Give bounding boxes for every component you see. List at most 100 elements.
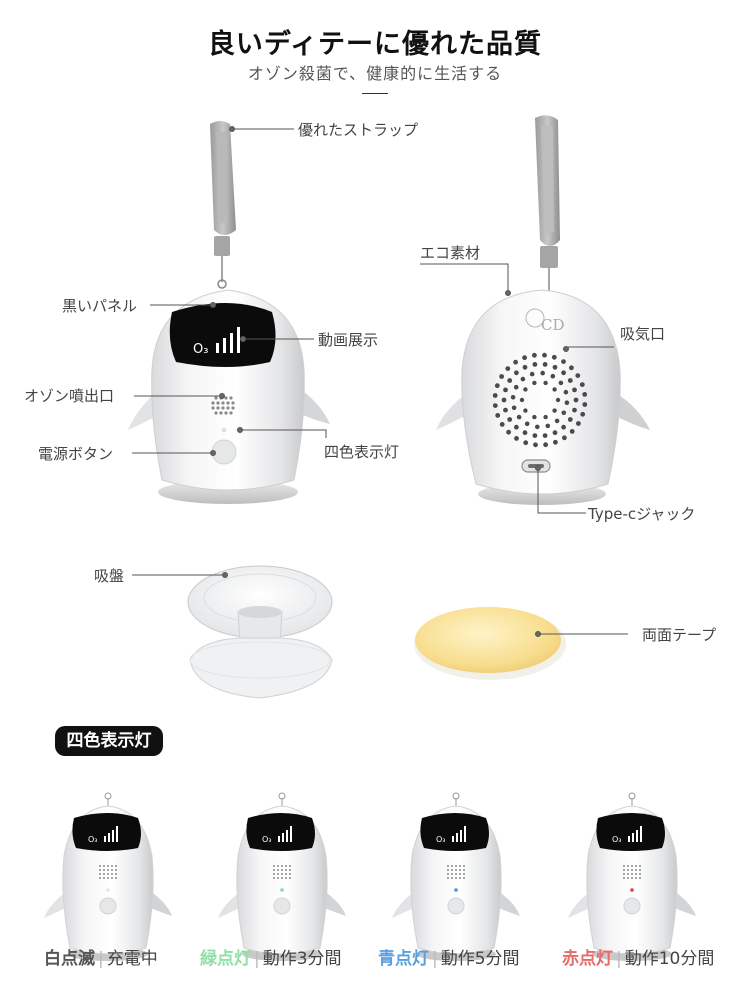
grille-hole <box>543 414 548 420</box>
grille-hole <box>513 359 518 365</box>
svg-text:O₃: O₃ <box>88 835 98 844</box>
grille-hole <box>561 410 567 416</box>
callout-four-color-light: 四色表示灯 <box>324 443 400 461</box>
grille-hole <box>494 383 500 389</box>
grille-hole <box>522 364 528 370</box>
grille-hole <box>579 382 585 387</box>
grille-hole <box>513 384 519 390</box>
title-divider <box>362 93 388 94</box>
grille-hole <box>569 429 575 434</box>
callout-ozone-outlet: オゾン噴出口 <box>24 387 115 405</box>
grille-hole <box>552 430 558 436</box>
grille-hole <box>553 439 558 445</box>
grille-hole <box>572 407 577 413</box>
grille-hole <box>543 442 548 448</box>
grille-hole <box>495 413 501 418</box>
grille-hole <box>573 397 579 403</box>
grille-hole <box>561 424 566 430</box>
back-device-illustration: CD <box>436 289 650 505</box>
suction-cup-illustration <box>187 565 333 699</box>
callout-strap: 優れたストラップ <box>298 121 419 139</box>
grille-hole <box>542 352 547 358</box>
status-mode-white: 白点滅|充電中 <box>44 944 158 969</box>
callout-animation: 動画展示 <box>318 331 379 349</box>
grille-hole <box>503 407 508 413</box>
status-separator: | <box>254 949 260 969</box>
grille-hole <box>524 421 530 427</box>
mini-device: O₃ <box>218 792 346 961</box>
grille-hole <box>563 389 569 395</box>
grille-hole <box>532 414 537 420</box>
grille-hole <box>501 397 507 403</box>
status-separator: | <box>616 949 622 969</box>
status-key: 緑点灯 <box>200 949 251 969</box>
grille-hole <box>507 378 513 383</box>
grille-hole <box>532 362 538 367</box>
grille-hole <box>535 424 540 430</box>
status-key: 白点滅 <box>44 949 95 969</box>
grille-hole <box>492 393 498 398</box>
svg-text:O₃: O₃ <box>612 835 622 844</box>
grille-hole <box>520 376 526 382</box>
grille-hole <box>532 380 537 386</box>
grille-hole <box>529 371 535 377</box>
grille-hole <box>542 433 548 438</box>
grille-hole <box>507 417 513 422</box>
callout-double-tape: 両面テープ <box>642 626 717 644</box>
grille-hole <box>552 364 558 370</box>
grille-hole <box>564 400 570 406</box>
mini-device: O₃ <box>392 792 520 961</box>
grille-hole <box>582 402 588 407</box>
grille-hole <box>522 430 528 436</box>
grille-hole <box>533 442 538 448</box>
callout-type-c: Type-cジャック <box>588 505 696 523</box>
grille-hole <box>542 362 548 367</box>
grille-hole <box>580 411 586 417</box>
grille-hole <box>562 435 567 441</box>
grille-hole <box>558 380 564 386</box>
grille-hole <box>523 387 528 392</box>
grille-hole <box>554 418 560 424</box>
grille-hole <box>551 354 557 360</box>
grille-hole <box>561 359 566 364</box>
grille-hole <box>532 433 538 438</box>
double-tape-illustration <box>414 607 566 680</box>
grille-hole <box>511 405 517 411</box>
grille-hole <box>510 395 516 400</box>
grille-hole <box>572 387 577 393</box>
grille-hole <box>514 370 519 376</box>
callout-eco-material: エコ素材 <box>420 244 481 262</box>
status-separator: | <box>98 949 104 969</box>
grille-hole <box>540 370 545 376</box>
grille-hole <box>514 424 519 430</box>
callout-power-button: 電源ボタン <box>38 445 114 463</box>
mini-device: O₃ <box>44 792 172 961</box>
grille-hole <box>575 373 581 378</box>
front-device-illustration: O₃ <box>128 289 330 504</box>
indicator-devices: O₃ O₃ O₃ O₃ <box>44 792 696 961</box>
callout-leaders <box>132 126 628 637</box>
status-key: 青点灯 <box>378 949 429 969</box>
status-desc: 充電中 <box>106 949 158 969</box>
grille-hole <box>555 397 561 403</box>
grille-hole <box>567 378 573 383</box>
grille-hole <box>561 370 566 376</box>
callout-suction-cup: 吸盤 <box>94 567 125 585</box>
status-mode-blue: 青点灯|動作5分間 <box>378 944 520 969</box>
status-key: 赤点灯 <box>562 949 613 969</box>
grille-hole <box>550 373 556 379</box>
grille-hole <box>499 374 504 379</box>
front-strap-illustration <box>210 121 236 289</box>
grille-hole <box>514 436 519 441</box>
page-title: 良いディテーに優れた品質 <box>207 29 543 60</box>
status-desc: 動作5分間 <box>440 949 520 969</box>
grille-hole <box>523 408 528 413</box>
grille-hole <box>576 421 581 426</box>
grille-hole <box>582 392 588 397</box>
screen-o3-text: O₃ <box>193 342 208 357</box>
status-mode-red: 赤点灯|動作10分間 <box>562 944 714 969</box>
grille-hole <box>552 387 557 392</box>
grille-hole <box>523 440 529 446</box>
indicator-section-badge: 四色表示灯 <box>55 726 163 756</box>
